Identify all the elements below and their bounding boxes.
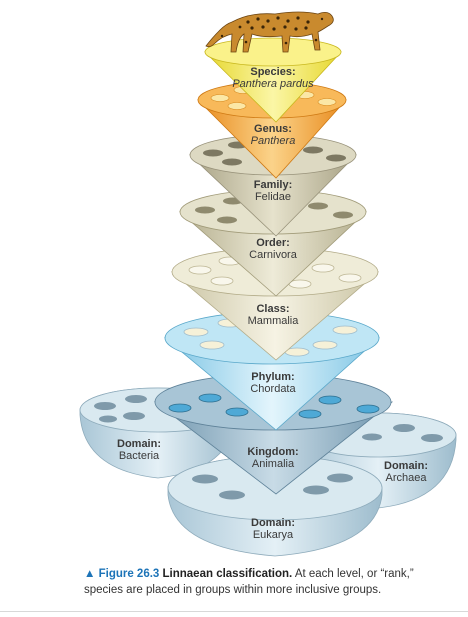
- kingdom-name: Animalia: [251, 458, 295, 470]
- domain-eukarya-label: Domain: Eukarya: [233, 517, 313, 541]
- domain-archaea-rank: Domain:: [384, 460, 428, 472]
- domain-archaea-label: Domain: Archaea: [368, 460, 444, 484]
- domain-archaea-name: Archaea: [385, 472, 427, 484]
- genus-label: Genus: Panthera: [233, 123, 313, 147]
- domain-eukarya-bowl: [167, 455, 383, 557]
- caption-title: Linnaean classification.: [162, 568, 293, 580]
- phylum-label: Phylum: Chordata: [233, 371, 313, 395]
- kingdom-rank: Kingdom:: [247, 446, 299, 458]
- caption-text: At each level, or “rank,” species are pl…: [84, 568, 414, 596]
- domain-bacteria-label: Domain: Bacteria: [102, 438, 176, 462]
- species-cone: [204, 37, 342, 123]
- classification-diagram: [79, 11, 457, 557]
- leopard-illustration: [205, 11, 334, 53]
- caption-arrow-icon: ▲: [84, 568, 96, 580]
- domain-eukarya-rank: Domain:: [251, 517, 295, 529]
- figure-caption: ▲ Figure 26.3 Linnaean classification. A…: [84, 566, 454, 598]
- kingdom-label: Kingdom: Animalia: [233, 446, 313, 470]
- family-name: Felidae: [254, 191, 292, 203]
- genus-name: Panthera: [250, 135, 296, 147]
- class-label: Class: Mammalia: [233, 303, 313, 327]
- class-name: Mammalia: [247, 315, 299, 327]
- genus-rank: Genus:: [254, 123, 292, 135]
- phylum-name: Chordata: [250, 383, 296, 395]
- domain-bacteria-name: Bacteria: [118, 450, 160, 462]
- species-rank: Species:: [250, 66, 296, 78]
- caption-figure-number: Figure 26.3: [98, 568, 160, 580]
- bottom-divider: [0, 611, 468, 612]
- family-rank: Family:: [253, 179, 293, 191]
- domain-bacteria-rank: Domain:: [117, 438, 161, 450]
- phylum-rank: Phylum:: [251, 371, 295, 383]
- family-label: Family: Felidae: [233, 179, 313, 203]
- species-name: Panthera pardus: [232, 78, 314, 90]
- domain-eukarya-name: Eukarya: [252, 529, 294, 541]
- species-label: Species: Panthera pardus: [223, 66, 323, 90]
- order-rank: Order:: [256, 237, 290, 249]
- order-label: Order: Carnivora: [233, 237, 313, 261]
- class-rank: Class:: [256, 303, 290, 315]
- order-name: Carnivora: [249, 249, 297, 261]
